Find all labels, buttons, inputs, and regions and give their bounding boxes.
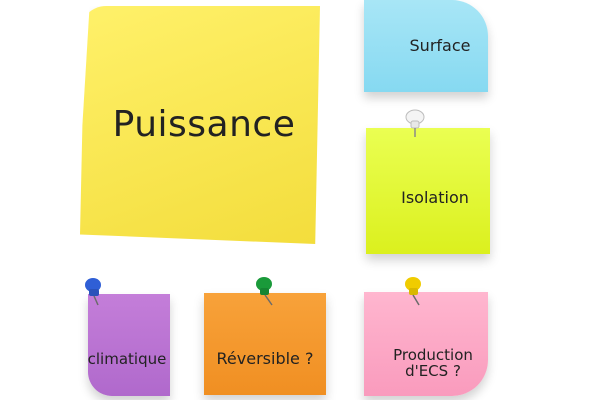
note-production-line1: Production [393, 346, 473, 365]
note-puissance-label: Puissance [112, 104, 296, 146]
note-production-label: Production d'ECS ? [379, 346, 473, 380]
note-surface: Surface [364, 0, 488, 92]
white-pushpin-icon [405, 109, 425, 137]
blue-pushpin-icon [85, 278, 101, 306]
green-pushpin-icon [256, 277, 273, 306]
note-climatique: climatique [88, 294, 170, 396]
note-climatique-label: climatique [87, 350, 167, 369]
note-reversible: Réversible ? [204, 293, 326, 395]
note-isolation: Isolation [366, 128, 490, 254]
note-reversible-label: Réversible ? [216, 348, 314, 368]
note-puissance: Puissance [80, 6, 320, 244]
note-isolation-label: Isolation [401, 187, 469, 207]
note-production-line2: d'ECS ? [405, 362, 461, 380]
note-surface-label: Surface [409, 35, 471, 55]
yellow-pushpin-icon [405, 277, 421, 306]
note-production: Production d'ECS ? [364, 292, 488, 396]
